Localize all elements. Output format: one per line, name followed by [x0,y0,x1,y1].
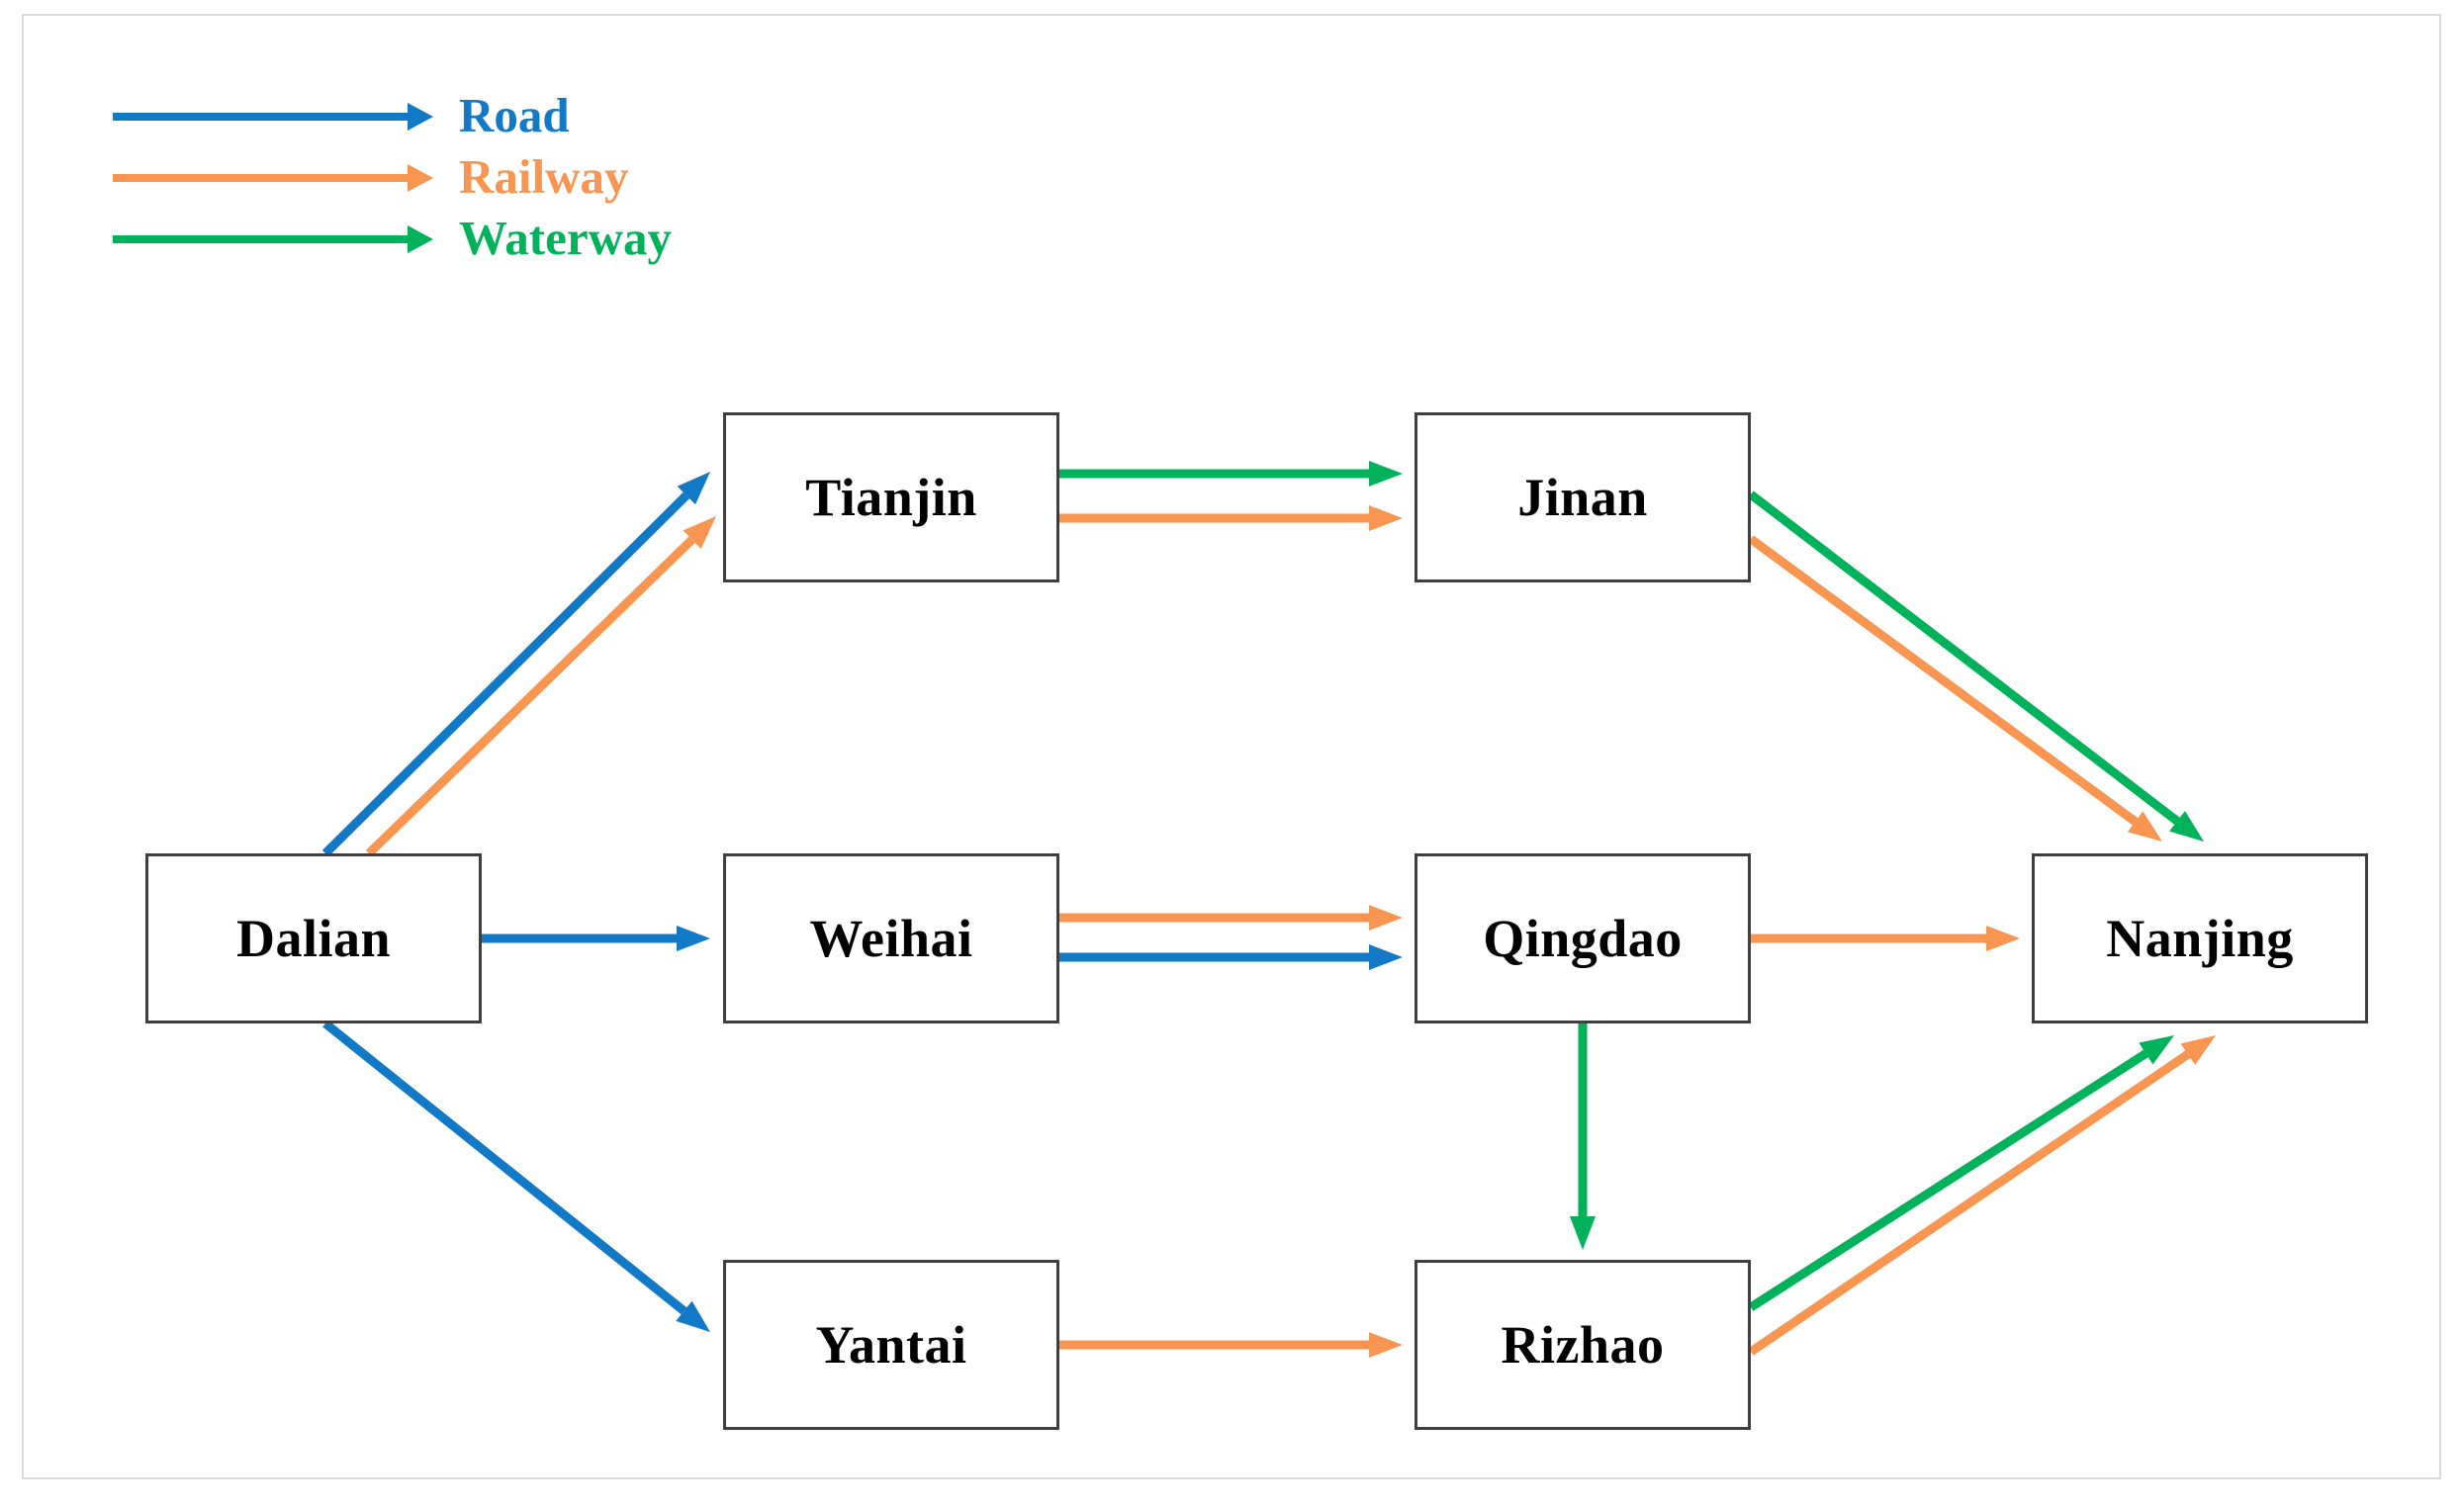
node-yantai[interactable]: Yantai [723,1260,1059,1430]
node-weihai[interactable]: Weihai [723,853,1059,1023]
node-qingdao[interactable]: Qingdao [1415,853,1751,1023]
legend-label-waterway: Waterway [459,211,672,265]
legend: Road Railway Waterway [113,85,805,269]
waterway-arrowhead-icon [408,225,433,253]
road-line-swatch [113,113,410,121]
railway-arrowhead-icon [408,164,433,192]
edge-line [1748,535,2139,826]
edge-line [1748,490,2180,825]
edge-line [1748,1049,2148,1311]
edge-yantai-to-rizhao-railway [1059,1332,1403,1358]
edge-jinan-to-nanjing-waterway [1748,490,2204,842]
edge-arrowhead-icon [1369,505,1403,531]
edge-line [1748,1050,2191,1356]
edge-tianjin-to-jinan-railway [1059,505,1403,531]
node-label: Jinan [1517,468,1648,527]
legend-label-road: Road [459,88,570,142]
edge-arrowhead-icon [2127,811,2162,842]
edge-arrowhead-icon [1986,926,2020,951]
road-arrowhead-icon [408,103,433,131]
edge-arrowhead-icon [2169,810,2204,842]
legend-label-railway: Railway [459,149,629,204]
edge-arrowhead-icon [683,516,716,550]
edge-dalian-to-tianjin-railway [365,516,716,857]
node-label: Tianjin [805,468,977,527]
legend-item-waterway: Waterway [113,208,805,269]
legend-item-road: Road [113,85,805,146]
edge-arrowhead-icon [677,926,710,951]
edge-arrowhead-icon [1369,1332,1403,1358]
edge-arrowhead-icon [1369,905,1403,931]
railway-line-swatch [113,174,410,182]
node-tianjin[interactable]: Tianjin [723,412,1059,582]
edge-arrowhead-icon [2139,1035,2174,1065]
node-nanjing[interactable]: Nanjing [2032,853,2368,1023]
edge-qingdao-to-nanjing-railway [1751,926,2020,951]
node-label: Qingdao [1483,909,1683,968]
waterway-line-swatch [113,235,410,243]
node-label: Dalian [235,909,392,968]
node-dalian[interactable]: Dalian [145,853,482,1023]
edge-weihai-to-qingdao-road [1059,944,1403,970]
legend-item-railway: Railway [113,146,805,208]
node-rizhao[interactable]: Rizhao [1415,1260,1751,1430]
edge-rizhao-to-nanjing-railway [1748,1035,2216,1356]
edge-jinan-to-nanjing-railway [1748,535,2162,842]
edge-arrowhead-icon [1369,461,1403,487]
edge-tianjin-to-jinan-waterway [1059,461,1403,487]
node-label: Nanjing [2106,909,2294,968]
edge-line [321,491,690,857]
edge-line [322,1020,687,1315]
edge-weihai-to-qingdao-railway [1059,905,1403,931]
edge-arrowhead-icon [677,472,710,505]
node-jinan[interactable]: Jinan [1415,412,1751,582]
edge-dalian-to-yantai-road [322,1020,710,1332]
node-label: Yantai [815,1315,967,1375]
node-label: Rizhao [1501,1315,1665,1375]
edge-qingdao-to-rizhao-waterway [1570,1023,1596,1250]
edge-dalian-to-tianjin-road [321,472,710,857]
edge-arrowhead-icon [1369,944,1403,970]
edge-arrowhead-icon [676,1300,710,1332]
edge-dalian-to-weihai-road [482,926,710,951]
edge-arrowhead-icon [2180,1035,2216,1065]
edge-rizhao-to-nanjing-waterway [1748,1035,2174,1311]
node-label: Weihai [809,909,973,968]
edge-line [365,536,695,857]
edge-arrowhead-icon [1570,1216,1596,1250]
